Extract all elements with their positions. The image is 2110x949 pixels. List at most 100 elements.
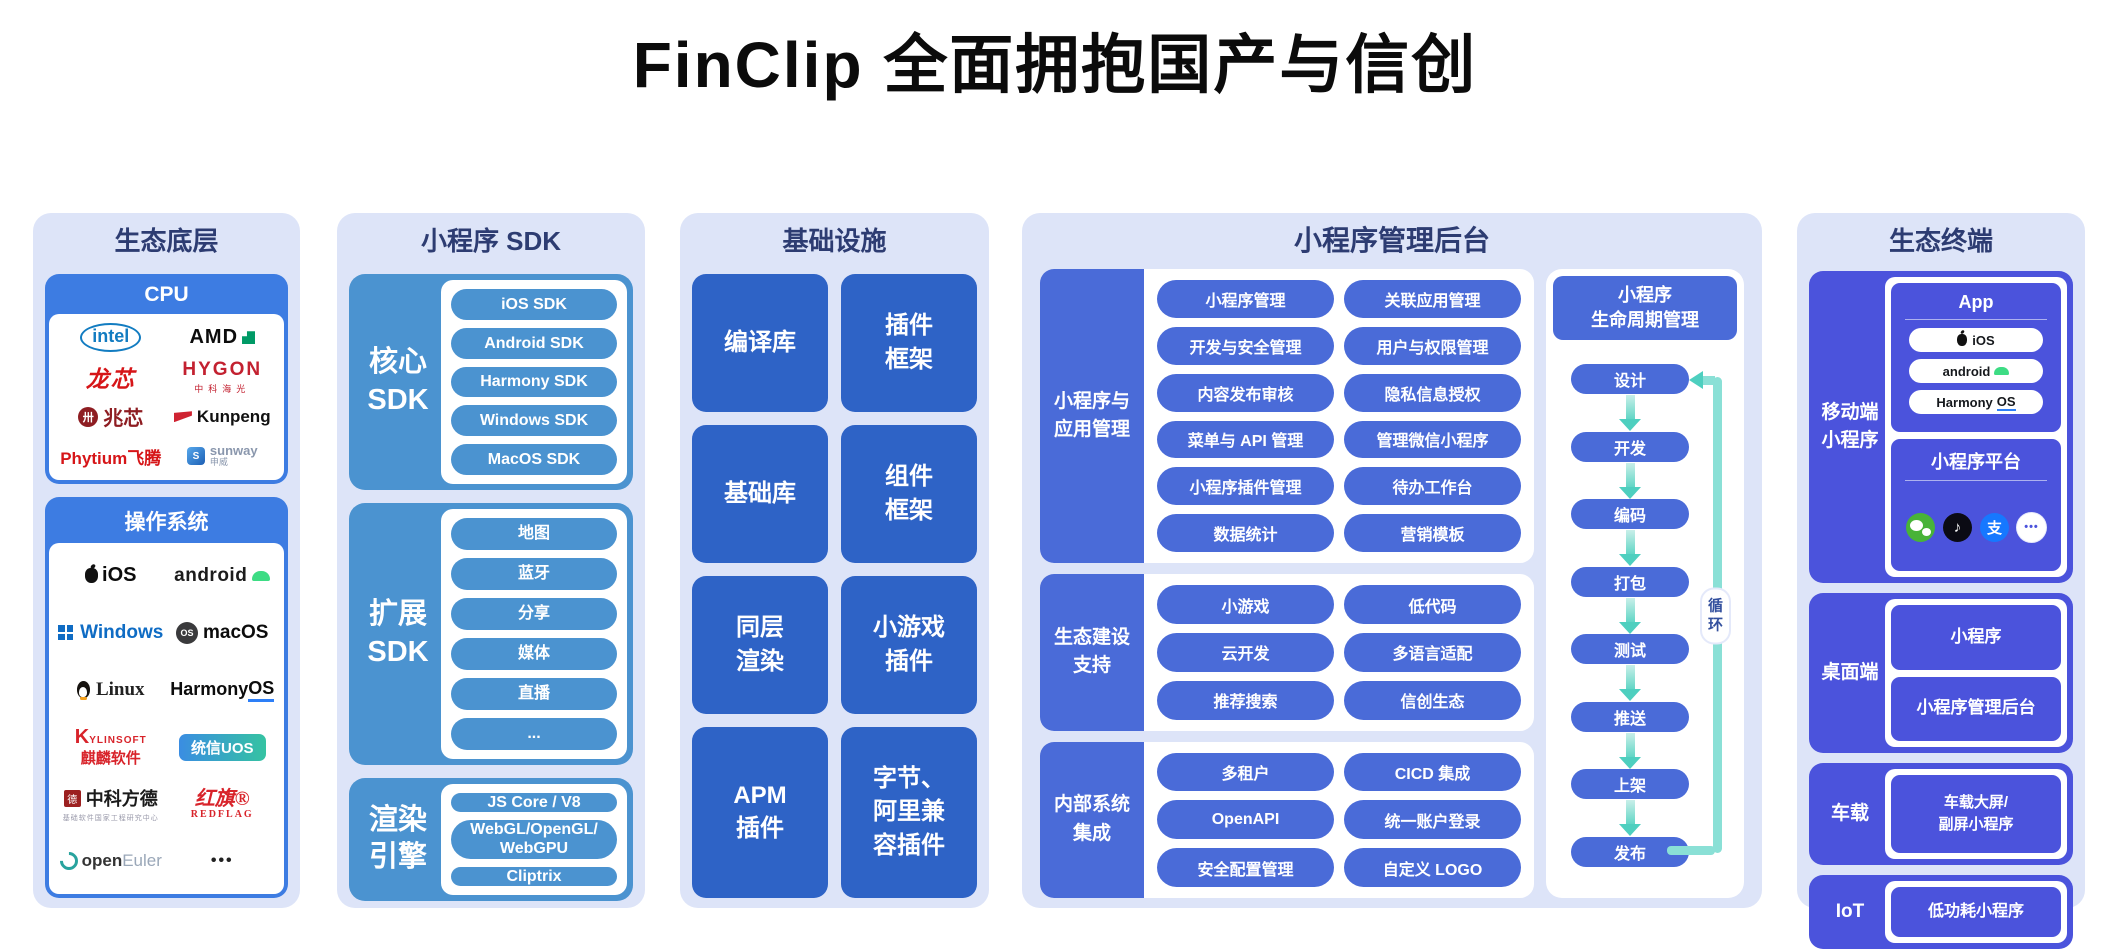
sdk-pill: 地图 <box>451 518 617 550</box>
admin-pill: 多租户 <box>1157 752 1334 792</box>
terminal-group-label: 桌面端 <box>1821 662 1879 684</box>
admin-pill: 营销模板 <box>1344 514 1521 553</box>
divider <box>1905 480 2047 482</box>
douyin-icon: ♪ <box>1943 512 1972 542</box>
down-arrow-icon <box>1571 665 1689 702</box>
loop-arrowhead-icon <box>1689 371 1703 390</box>
admin-pill: 待办工作台 <box>1344 467 1521 506</box>
group-car: 车载 车载大屏/ 副屏小程序 <box>1809 763 2073 865</box>
lifecycle-step: 推送 <box>1571 701 1689 732</box>
render-engine-card: 渲染 引擎 JS Core / V8 WebGL/OpenGL/ WebGPU … <box>349 778 633 901</box>
column-admin-console: 小程序管理后台 小程序与 应用管理 小程序管理 关联应用管理 开发与安全管理 用… <box>1022 213 1762 908</box>
fangde-seal-icon: 德 <box>63 789 81 807</box>
infra-block: 插件 框架 <box>841 274 977 412</box>
alipay-icon: 支 <box>1980 512 2009 542</box>
ellipsis-icon: ••• <box>210 852 234 870</box>
lifecycle-step: 开发 <box>1571 431 1689 462</box>
admin-pill: 统一账户登录 <box>1344 800 1521 840</box>
down-arrow-icon <box>1571 732 1689 769</box>
android-robot-icon <box>1994 367 2010 375</box>
group-eco-support: 生态建设 支持 小游戏 低代码 云开发 多语言适配 推荐搜索 信创生态 <box>1040 574 1534 731</box>
sdk-pill: iOS SDK <box>451 289 617 320</box>
sdk-pill: JS Core / V8 <box>451 793 617 813</box>
down-arrow-icon <box>1571 395 1689 432</box>
group-internal-integration: 内部系统 集成 多租户 CICD 集成 OpenAPI 统一账户登录 安全配置管… <box>1040 741 1534 898</box>
lifecycle-step: 编码 <box>1571 499 1689 530</box>
admin-pill: 安全配置管理 <box>1157 848 1334 887</box>
logo-uos: 统信UOS <box>178 733 266 761</box>
logo-ios: iOS <box>85 564 136 587</box>
admin-pill: 开发与安全管理 <box>1157 326 1334 365</box>
admin-pill: 小程序插件管理 <box>1157 467 1334 506</box>
lifecycle-step: 测试 <box>1571 634 1689 665</box>
loop-label: 循环 <box>1700 587 1731 645</box>
logo-loongson: 龙芯 <box>85 366 136 393</box>
cpu-card-header: CPU <box>144 283 189 306</box>
admin-header: 小程序管理后台 <box>1293 225 1490 256</box>
loop-line-bottom <box>1667 846 1715 855</box>
sunway-shield-icon: S <box>186 447 205 466</box>
more-platforms-icon: ••• <box>2017 512 2046 542</box>
admin-pill: 低代码 <box>1344 585 1521 624</box>
lifecycle-header: 小程序 生命周期管理 <box>1553 276 1737 341</box>
infra-block: 小游戏 插件 <box>841 575 977 714</box>
terminal-block: 小程序管理后台 <box>1891 676 2061 741</box>
infra-block: 同层 渲染 <box>692 575 828 714</box>
admin-pill: 信创生态 <box>1344 680 1521 720</box>
logo-phytium: Phytium飞腾 <box>60 448 162 468</box>
lifecycle-step: 打包 <box>1571 566 1689 597</box>
app-pill-android: android <box>1909 359 2043 383</box>
divider <box>1905 319 2047 320</box>
terminal-group-label: 移动端 小程序 <box>1821 402 1879 451</box>
group-desktop: 桌面端 小程序 小程序管理后台 <box>1809 593 2073 753</box>
sdk-pill: Windows SDK <box>451 405 617 437</box>
sdk-pill: 分享 <box>451 598 617 630</box>
terminal-header: 生态终端 <box>1888 226 1993 256</box>
logo-kunpeng: Kunpeng <box>173 407 271 427</box>
kunpeng-wing-icon <box>173 411 192 423</box>
lifecycle-step: 上架 <box>1571 769 1689 800</box>
openeuler-swirl-icon <box>55 848 82 875</box>
down-arrow-icon <box>1571 462 1689 499</box>
infra-block: APM 插件 <box>692 726 828 898</box>
platform-block: 小程序平台 ♪ 支 ••• <box>1891 439 2061 571</box>
admin-pill: 推荐搜索 <box>1157 680 1334 720</box>
logo-redflag: 红旗®REDFLAG <box>190 787 254 820</box>
apple-icon <box>1957 334 1968 346</box>
infra-block: 字节、 阿里兼 容插件 <box>841 726 977 898</box>
terminal-block: 低功耗小程序 <box>1891 887 2061 937</box>
zhaoxin-circle-icon: 卅 <box>78 406 99 427</box>
group-app-management: 小程序与 应用管理 小程序管理 关联应用管理 开发与安全管理 用户与权限管理 内… <box>1040 269 1534 564</box>
eco-base-header: 生态底层 <box>114 226 219 256</box>
sdk-pill: MacOS SDK <box>451 444 617 475</box>
admin-pill: OpenAPI <box>1157 800 1334 840</box>
windows-icon <box>58 625 74 641</box>
infra-block: 基础库 <box>692 424 828 563</box>
sdk-pill: 媒体 <box>451 638 617 670</box>
sdk-pill: Harmony SDK <box>451 366 617 398</box>
admin-pill: 内容发布审核 <box>1157 373 1334 412</box>
ext-sdk-card: 扩展 SDK 地图 蓝牙 分享 媒体 直播 ... <box>349 503 633 765</box>
logo-more-vendors: ••• <box>211 852 234 870</box>
admin-pill: 自定义 LOGO <box>1344 848 1521 887</box>
sdk-pill: 直播 <box>451 678 617 710</box>
core-sdk-label: 核心 SDK <box>367 346 429 416</box>
admin-pill: 管理微信小程序 <box>1344 420 1521 459</box>
infra-header: 基础设施 <box>782 226 887 256</box>
core-sdk-card: 核心 SDK iOS SDK Android SDK Harmony SDK W… <box>349 274 633 490</box>
admin-pill: 数据统计 <box>1157 514 1334 553</box>
column-miniapp-sdk: 小程序 SDK 核心 SDK iOS SDK Android SDK Harmo… <box>337 213 645 908</box>
macos-badge-icon: OS <box>176 621 198 644</box>
infra-block: 编译库 <box>692 274 828 412</box>
sdk-pill: Android SDK <box>451 327 617 359</box>
amd-arrow-icon <box>242 331 256 345</box>
group-label: 生态建设 支持 <box>1040 574 1144 731</box>
down-arrow-icon <box>1571 800 1689 837</box>
wechat-icon <box>1906 512 1935 542</box>
